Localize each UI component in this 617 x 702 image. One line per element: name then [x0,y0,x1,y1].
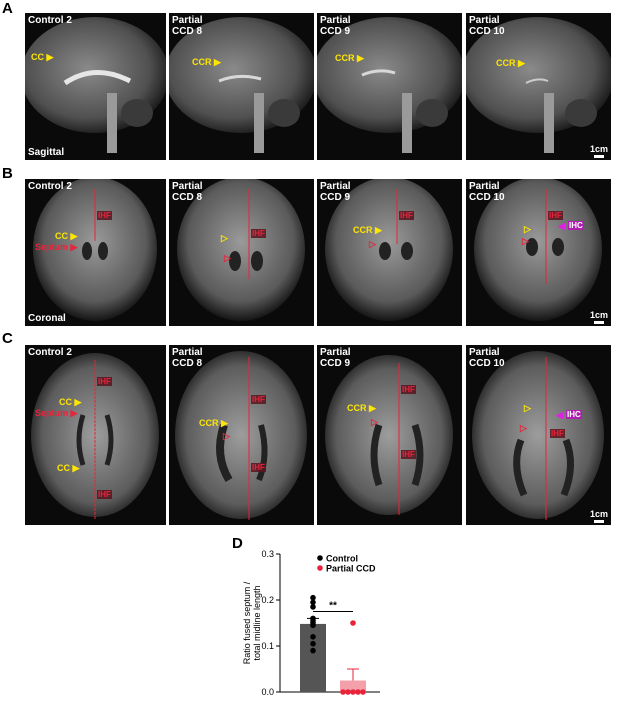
image-label: Partial CCD 10 [469,181,505,203]
ihf-label: IHF [548,211,563,220]
outline-marker: ▷ [522,236,529,246]
mri-axial-control-2: Control 2 IHF CC ▶ Septum ▶ CC ▶ IHF [25,345,166,525]
outline-marker: ▷ [224,253,231,263]
data-point [310,594,316,601]
mri-axial-ccd-9: Partial CCD 9 IHF CCR ▶ ▷ IHF [317,345,462,525]
ihf-label: IHF [550,429,565,438]
data-point [340,689,346,695]
data-point [310,634,316,640]
data-point [310,640,316,647]
legend-label: Control [326,554,358,564]
ccr-marker: CCR ▶ [192,57,221,67]
outline-marker: ▷ [524,403,531,413]
mri-axial-ccd-8: Partial CCD 8 IHF CCR ▶ ▷ IHF [169,345,314,525]
ihc-marker: ◀ [556,410,563,420]
data-point [310,599,316,606]
septum-marker: Septum ▶ [35,242,78,252]
ihf-label: IHF [251,395,266,404]
data-point [350,689,356,695]
cc-marker: CC ▶ [31,52,54,62]
septum-marker: Septum ▶ [35,408,78,418]
outline-marker: ▷ [524,224,531,234]
image-label: Partial CCD 9 [320,15,351,37]
mri-axial-ccd-10: Partial CCD 10 ▷ ◀ IHC ▷ IHF 1cm [466,345,611,525]
ihc-marker: ◀ [558,221,565,231]
y-tick-label: 0.3 [261,549,274,559]
ihf-label: IHF [401,450,416,459]
view-label-coronal: Coronal [28,313,66,324]
ihf-label: IHF [399,211,414,220]
image-label: Partial CCD 8 [172,15,203,37]
ccr-marker: CCR ▶ [353,225,382,235]
ihf-label: IHF [97,490,112,499]
data-point [345,689,351,695]
panel-letter-c: C [2,330,13,347]
data-point [355,689,361,695]
mri-coronal-ccd-9: Partial CCD 9 IHF CCR ▶ ▷ [317,179,462,326]
mri-sagittal-ccd-9: Partial CCD 9 CCR ▶ [317,13,462,160]
mri-coronal-control-2: Control 2 IHF CC ▶ Septum ▶ Coronal [25,179,166,326]
outline-marker: ▷ [369,239,376,249]
data-point [310,604,316,610]
cc-marker: CC ▶ [57,463,80,473]
outline-marker: ▷ [221,233,228,243]
image-label: Control 2 [28,15,72,26]
y-tick-label: 0.1 [261,641,274,651]
image-label: Partial CCD 10 [469,15,505,37]
legend-marker [317,565,323,571]
ccr-marker: CCR ▶ [335,53,364,63]
mri-coronal-ccd-10: Partial CCD 10 IHF IHC ◀ ▷ ▷ 1cm [466,179,611,326]
ihf-label: IHF [97,211,112,220]
image-label: Partial CCD 10 [469,347,505,369]
outline-marker: ▷ [223,431,230,441]
mri-sagittal-ccd-8: Partial CCD 8 CCR ▶ [169,13,314,160]
ihf-label: IHF [97,377,112,386]
scale-bar: 1cm [590,509,608,523]
significance-label: ** [329,601,337,612]
y-tick-label: 0.0 [261,687,274,697]
view-label-sagittal: Sagittal [28,147,65,158]
cc-marker: CC ▶ [55,231,78,241]
data-point [310,622,316,629]
image-label: Control 2 [28,347,72,358]
data-point [360,689,366,695]
ihf-label: IHF [401,385,416,394]
mri-sagittal-ccd-10: Partial CCD 10 CCR ▶ 1cm [466,13,611,160]
ihf-label: IHF [251,229,266,238]
legend-marker [317,555,323,561]
mri-sagittal-control-2: Control 2 CC ▶ Sagittal [25,13,166,160]
panel-letter-b: B [2,165,13,182]
image-label: Partial CCD 8 [172,347,203,369]
outline-marker: ▷ [520,423,527,433]
image-label: Partial CCD 9 [320,347,351,369]
bar-partial-ccd [340,680,366,692]
ccr-marker: CCR ▶ [496,58,525,68]
panel-letter-d: D [232,535,243,552]
y-axis-label: total midline length [252,585,262,660]
cc-marker: CC ▶ [59,397,82,407]
data-point [310,647,316,654]
image-label: Control 2 [28,181,72,192]
outline-marker: ▷ [371,417,378,427]
ihc-label: IHC [568,221,584,230]
scale-bar: 1cm [590,310,608,324]
ccr-marker: CCR ▶ [347,403,376,413]
y-axis-label: Ratio fused septum / [242,581,252,664]
legend-label: Partial CCD [326,564,376,574]
image-label: Partial CCD 8 [172,181,203,203]
y-tick-label: 0.2 [261,595,274,605]
ihc-label: IHC [566,410,582,419]
scale-bar: 1cm [590,144,608,158]
mri-coronal-ccd-8: Partial CCD 8 IHF ▷ ▷ [169,179,314,326]
ccr-marker: CCR ▶ [199,418,228,428]
ihf-label: IHF [251,463,266,472]
data-point [350,620,356,626]
panel-letter-a: A [2,0,13,17]
image-label: Partial CCD 9 [320,181,351,203]
